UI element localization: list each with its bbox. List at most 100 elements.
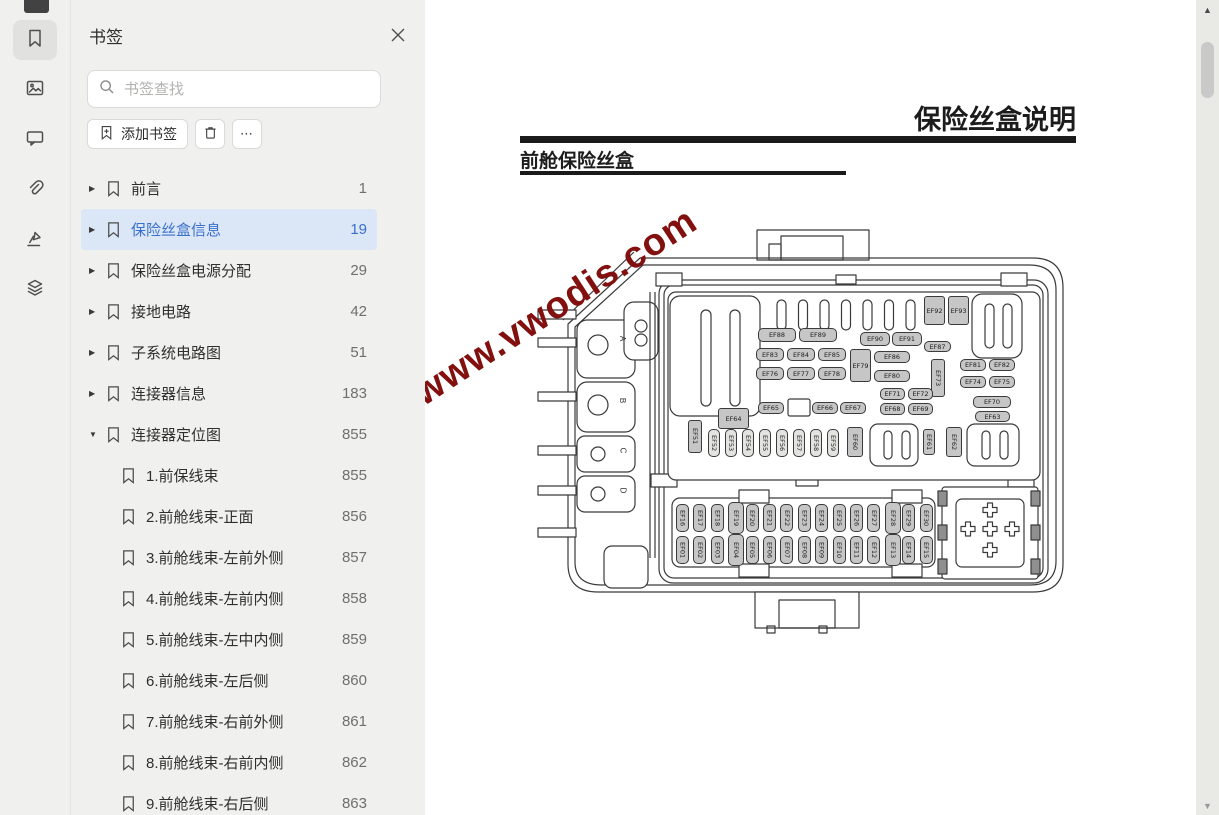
tool-images-button[interactable]: [13, 70, 57, 110]
search-icon: [98, 78, 116, 101]
scroll-down-arrow[interactable]: ▼: [1203, 801, 1212, 811]
tool-signature-button[interactable]: [13, 220, 57, 260]
fuse-EF16: EF16: [676, 504, 689, 532]
bookmark-icon: [104, 384, 131, 403]
bookmark-label: 保险丝盒电源分配: [131, 263, 252, 280]
fuse-EF27: EF27: [867, 504, 881, 532]
terminal-blocks: [576, 301, 659, 513]
tool-layers-button[interactable]: [13, 270, 57, 310]
fuse-EF75: EF75: [989, 376, 1015, 388]
bookmark-icon: [119, 794, 146, 813]
fuse-EF55: EF55: [759, 429, 771, 457]
scrollbar-thumb[interactable]: [1201, 42, 1214, 98]
expand-arrow-icon[interactable]: ▶: [89, 266, 96, 275]
panel-title: 书签: [89, 27, 123, 47]
fuse-EF81: EF81: [960, 359, 986, 371]
fuse-EF90: EF90: [860, 332, 890, 346]
fuse-EF51: EF51: [688, 420, 702, 453]
vertical-scrollbar[interactable]: ▲ ▼: [1196, 0, 1219, 815]
bookmark-page-number: 860: [341, 672, 367, 689]
tool-comments-button[interactable]: [13, 120, 57, 160]
delete-bookmark-button[interactable]: [195, 119, 225, 149]
layers-icon: [23, 276, 47, 305]
add-bookmark-label: 添加书签: [121, 126, 177, 142]
expand-arrow-icon[interactable]: ▶: [89, 307, 96, 316]
expand-arrow-icon[interactable]: ▶: [89, 348, 96, 357]
expand-arrow-icon[interactable]: ▶: [89, 225, 96, 234]
section-rule: [520, 171, 846, 175]
bookmark-label: 2.前舱线束-正面: [146, 509, 254, 526]
left-toolbar: [0, 0, 70, 815]
fuse-EF66: EF66: [812, 402, 838, 414]
expand-arrow-icon[interactable]: ▼: [89, 430, 97, 439]
bookmark-icon: [104, 179, 131, 198]
top-dark-chip: [24, 0, 49, 13]
fuse-EF24: EF24: [815, 504, 829, 532]
bookmark-label: 7.前舱线束-右前外侧: [146, 714, 284, 731]
fuse-EF63: EF63: [975, 411, 1010, 422]
bookmark-icon: [119, 630, 146, 649]
bookmark-item[interactable]: 7.前舱线束-右前外侧 861: [81, 701, 377, 742]
bookmark-icon: [119, 466, 146, 485]
paperclip-icon: [23, 176, 47, 205]
fuse-EF04: EF04: [728, 534, 745, 566]
page-title: 保险丝盒说明: [914, 105, 1076, 135]
fuse-EF73: EF73: [931, 359, 945, 397]
fuse-EF14: EF14: [902, 536, 916, 564]
search-input[interactable]: [124, 80, 370, 98]
bookmark-page-number: 861: [341, 713, 367, 730]
tool-bookmarks-button[interactable]: [13, 20, 57, 60]
bookmark-icon: [119, 548, 146, 567]
fuse-EF21: EF21: [763, 504, 776, 532]
document-area: 保险丝盒说明 前舱保险丝盒: [406, 0, 1196, 815]
fuse-EF77: EF77: [787, 367, 815, 380]
fuse-EF25: EF25: [832, 504, 846, 532]
close-icon[interactable]: [389, 26, 407, 44]
fuse-EF69: EF69: [908, 403, 933, 415]
panel-header: 书签: [89, 22, 407, 48]
bookmark-icon: [119, 753, 146, 772]
fuse-EF59: EF59: [827, 429, 839, 457]
bookmark-page-number: 858: [341, 590, 367, 607]
more-options-button[interactable]: ⋯: [232, 119, 262, 149]
fuse-EF72: EF72: [908, 388, 933, 400]
bookmark-page-number: 42: [350, 303, 367, 320]
add-bookmark-button[interactable]: 添加书签: [87, 119, 188, 149]
bookmark-icon: [119, 712, 146, 731]
expand-arrow-icon[interactable]: ▶: [89, 389, 96, 398]
bookmark-label: 保险丝盒信息: [131, 222, 222, 239]
tool-attachments-button[interactable]: [13, 170, 57, 210]
bookmark-page-number: 1: [358, 180, 367, 197]
bookmark-icon: [23, 26, 47, 55]
fuse-EF83: EF83: [756, 348, 784, 361]
scroll-up-arrow[interactable]: ▲: [1203, 5, 1212, 15]
terminal-label-D: D: [618, 487, 628, 494]
bookmark-label: 1.前保线束: [146, 468, 219, 485]
relay-block: [937, 486, 1041, 580]
expand-arrow-icon[interactable]: ▶: [89, 184, 96, 193]
fuse-EF64: EF64: [718, 408, 749, 429]
fuse-EF20: EF20: [745, 504, 759, 532]
fuse-EF12: EF12: [867, 536, 881, 564]
bookmark-icon: [104, 220, 131, 239]
bookmark-label: 5.前舱线束-左中内侧: [146, 632, 284, 649]
bookmark-search-box[interactable]: [87, 70, 381, 108]
fuse-EF18: EF18: [710, 504, 724, 532]
